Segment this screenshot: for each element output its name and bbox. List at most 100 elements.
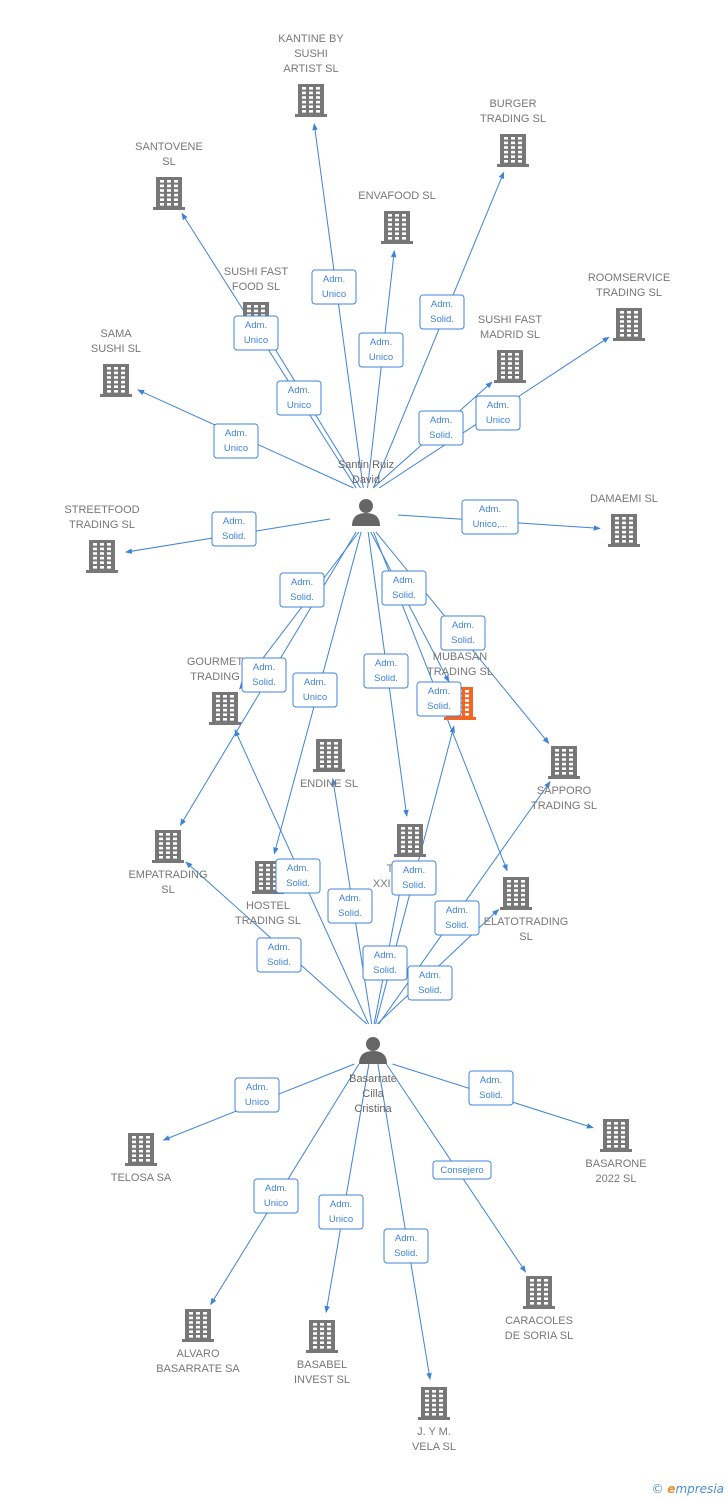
edge-label-santin-damaemi[interactable]: Adm. Unico,... bbox=[461, 499, 519, 535]
building-icon bbox=[613, 308, 645, 341]
edge-role-text: Unico bbox=[287, 400, 311, 411]
edge-role-text: Solid. bbox=[290, 592, 314, 603]
edge-label-santin-kantine[interactable]: Adm.Unico bbox=[311, 269, 357, 305]
edge-label-basarrate-mubasan[interactable]: Adm.Solid. bbox=[391, 860, 437, 896]
edge-label-basarrate-endine[interactable]: Adm.Solid. bbox=[327, 888, 373, 924]
edge-label-santin-burger[interactable]: Adm.Solid. bbox=[419, 294, 465, 330]
person-name-line: Santin Ruiz bbox=[338, 459, 394, 471]
edge-label-santin-sama[interactable]: Adm. Unico bbox=[213, 423, 259, 459]
person-icon bbox=[359, 1037, 387, 1064]
edge-label-santin-roomservice[interactable]: Adm.Unico bbox=[475, 395, 521, 431]
building-icon bbox=[152, 830, 184, 863]
company-name-line: ROOMSERVICE bbox=[588, 272, 670, 284]
edge-role-text: Solid. bbox=[451, 635, 475, 646]
company-name-line: SAPPORO bbox=[537, 785, 592, 797]
edge-role-text: Unico bbox=[224, 443, 248, 454]
building-icon bbox=[209, 692, 241, 725]
edge-label-basarrate-basarone[interactable]: Adm.Solid. bbox=[468, 1070, 514, 1106]
edge-role-text: Unico bbox=[369, 352, 393, 363]
edge-role-text: Adm. bbox=[374, 950, 396, 961]
edge-label-santin-empatrading[interactable]: Adm.Solid. bbox=[241, 657, 287, 693]
edges-layer bbox=[124, 123, 610, 1381]
edge-label-santin-streetfood[interactable]: Adm.Solid. bbox=[211, 511, 257, 547]
edge-label-basarrate-jymvela[interactable]: Adm.Solid. bbox=[383, 1228, 429, 1264]
edge-label-basarrate-sapporo[interactable]: Adm.Solid. bbox=[434, 900, 480, 936]
edge-label-basarrate-empatrading[interactable]: Adm.Solid. bbox=[256, 937, 302, 973]
building-icon bbox=[381, 211, 413, 244]
company-name-line: BASARRATE SA bbox=[156, 1363, 240, 1375]
edge-label-basarrate-basabel[interactable]: Adm.Unico bbox=[318, 1194, 364, 1230]
edge-role-text: Solid. bbox=[429, 430, 453, 441]
company-name-line: 2022 SL bbox=[596, 1173, 637, 1185]
company-name-line: KANTINE BY bbox=[278, 33, 344, 45]
edge-role-text: Adm. bbox=[223, 516, 245, 527]
edge-label-santin-gourmet[interactable]: Adm.Solid. bbox=[279, 572, 325, 608]
building-icon bbox=[548, 746, 580, 779]
edge-role-text: Solid. bbox=[418, 985, 442, 996]
company-node-jymvela[interactable]: J. Y M.VELA SL bbox=[412, 1387, 456, 1453]
edge-label-santin-sushifastfood[interactable]: Adm.Unico bbox=[276, 380, 322, 416]
edge-role-text: Solid. bbox=[338, 908, 362, 919]
edge-role-text: Unico bbox=[264, 1198, 288, 1209]
company-name-line: TRADING SL bbox=[480, 113, 546, 125]
company-node-envafood[interactable]: ENVAFOOD SL bbox=[358, 190, 436, 244]
building-icon bbox=[306, 1320, 338, 1353]
edge-label-santin-hostel[interactable]: Adm.Unico bbox=[292, 672, 338, 708]
edge-role-text: Adm. bbox=[480, 1075, 502, 1086]
edge-label-basarrate-gourmet[interactable]: Adm.Solid. bbox=[275, 858, 321, 894]
edge-role-text: Solid. bbox=[373, 965, 397, 976]
empresia-watermark[interactable]: © empresia bbox=[651, 1482, 724, 1496]
edge-label-santin-mubasan[interactable]: Adm.Solid. bbox=[381, 570, 427, 606]
edge-role-text: Adm. bbox=[452, 620, 474, 631]
edge-label-basarrate-telosa[interactable]: Adm.Unico bbox=[234, 1077, 280, 1113]
company-node-damaemi[interactable]: DAMAEMI SL bbox=[590, 493, 658, 547]
edge-role-text: Adm. bbox=[479, 504, 501, 515]
edge-role-text: Adm. bbox=[395, 1233, 417, 1244]
building-icon bbox=[418, 1387, 450, 1420]
edge-label-basarrate-alvaro[interactable]: Adm.Unico bbox=[253, 1178, 299, 1214]
building-icon bbox=[86, 540, 118, 573]
edge-role-text: Adm. bbox=[431, 299, 453, 310]
company-name-line: ARTIST SL bbox=[283, 63, 338, 75]
company-name-line: ENVAFOOD SL bbox=[358, 190, 435, 202]
edge-label-santin-sapporo[interactable]: Adm. Solid. bbox=[440, 615, 486, 651]
edge-role-text: Adm. bbox=[246, 1082, 268, 1093]
edge-label-basarrate-caracoles[interactable]: Consejero bbox=[432, 1160, 492, 1180]
company-node-sapporo[interactable]: SAPPORO TRADING SL bbox=[531, 746, 597, 812]
edge-role-text: Consejero bbox=[440, 1165, 483, 1176]
empresia-logo-text: mpresia bbox=[675, 1482, 724, 1496]
edge-label-santin-santovene[interactable]: Adm.Unico bbox=[233, 315, 279, 351]
edge-label-santin-sushifastmadrid[interactable]: Adm.Solid. bbox=[418, 410, 464, 446]
company-node-endine[interactable]: ENDINE SL bbox=[300, 739, 358, 790]
company-node-telosa[interactable]: TELOSA SA bbox=[111, 1133, 172, 1184]
edge-role-text: Adm. bbox=[225, 428, 247, 439]
edge-label-basarrate-elatotrading[interactable]: Adm. Solid. bbox=[407, 965, 453, 1001]
company-name-line: TRADING SL bbox=[531, 800, 597, 812]
edge-santin-envafood bbox=[367, 250, 397, 489]
edge-label-santin-elatotrading[interactable]: Adm.Solid. bbox=[416, 681, 462, 717]
edge-label-basarrate-txxi[interactable]: Adm. Solid. bbox=[362, 945, 408, 981]
company-name-line: SUSHI FAST bbox=[224, 266, 288, 278]
edge-label-santin-txxi[interactable]: Adm.Solid. bbox=[363, 653, 409, 689]
edge-label-santin-envafood[interactable]: Adm.Unico bbox=[358, 332, 404, 368]
edge-role-text: Adm. bbox=[330, 1199, 352, 1210]
edge-role-text: Adm. bbox=[419, 970, 441, 981]
edge-role-text: Unico,... bbox=[473, 519, 508, 530]
edge-role-text: Solid. bbox=[445, 920, 469, 931]
